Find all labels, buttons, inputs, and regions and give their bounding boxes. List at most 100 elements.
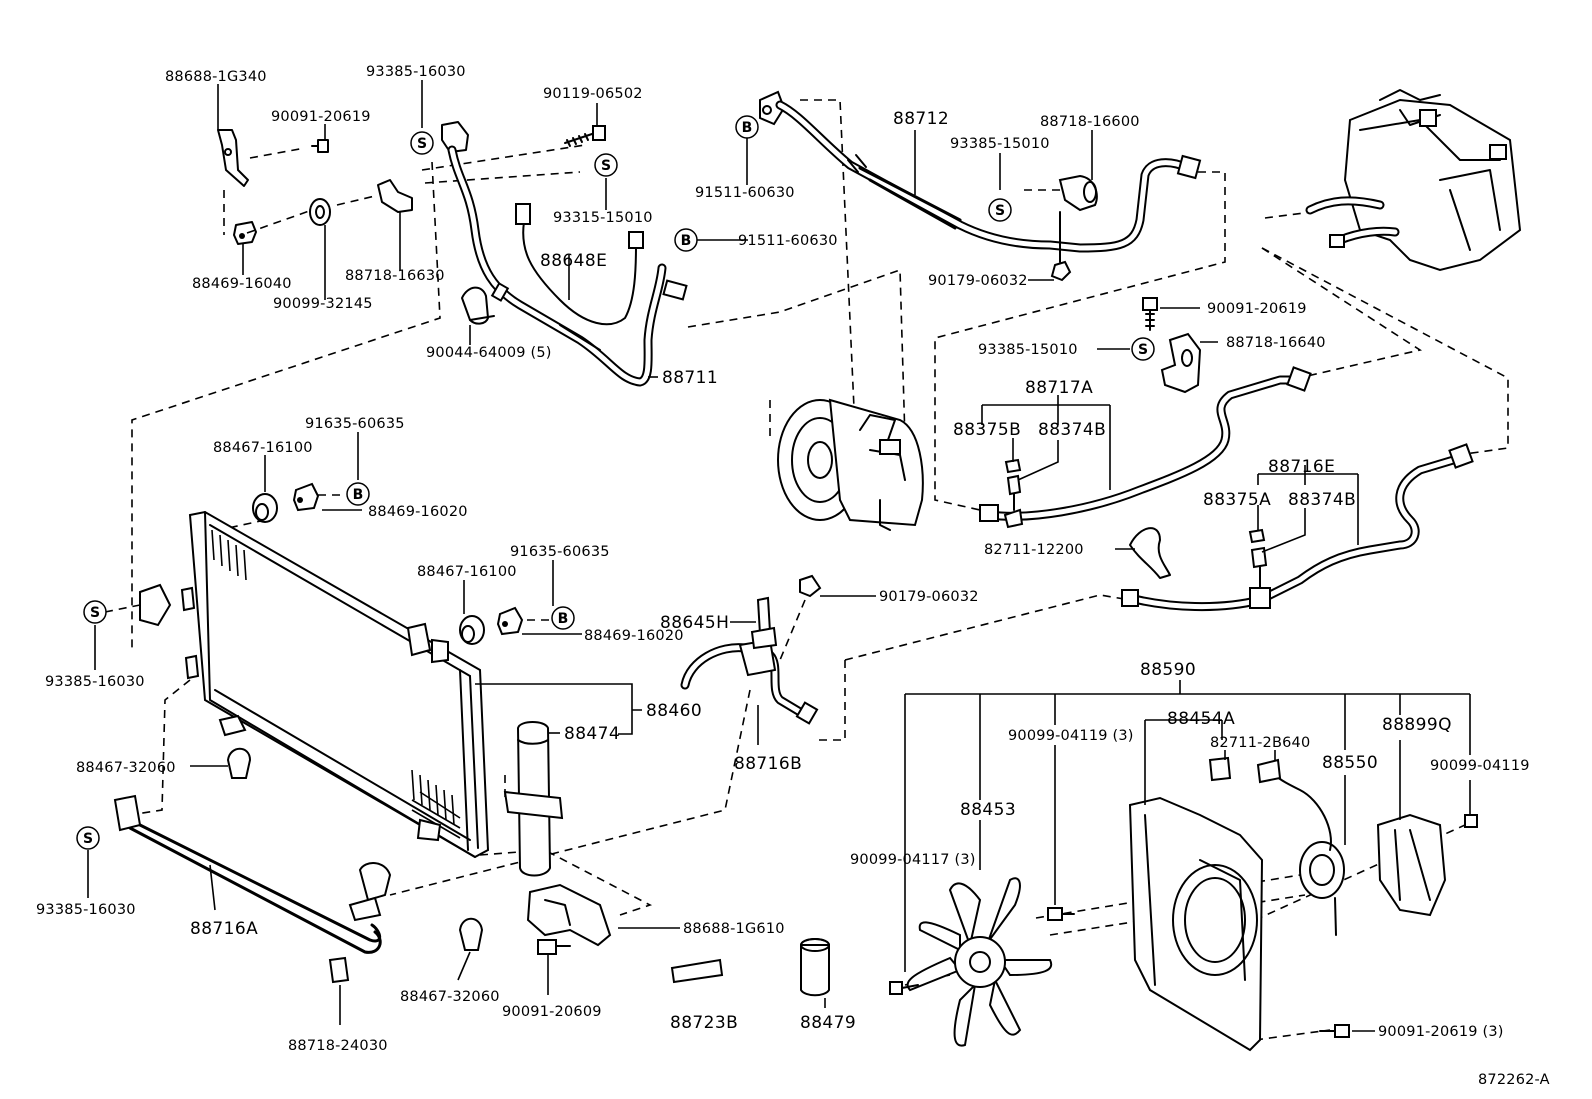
clamp-93385-16030-top	[441, 121, 469, 153]
label-88712: 88712	[893, 109, 949, 129]
label-88453: 88453	[960, 800, 1016, 820]
label-88899q: 88899Q	[1382, 715, 1452, 735]
label-88723b: 88723B	[670, 1013, 738, 1033]
cushion-88467-16100-a	[252, 493, 278, 523]
pipe-88716b	[680, 638, 819, 725]
band-82711-12200	[1129, 527, 1171, 579]
label-88467-32060-b: 88467-32060	[400, 989, 500, 1005]
valve-core-88374b-a	[1006, 474, 1022, 511]
nut-90179-06032-top	[1050, 211, 1072, 282]
label-91511-60630-b: 91511-60630	[738, 233, 838, 249]
symbol-markers: S S B B S S B B S S	[76, 115, 1155, 850]
evaporator-unit	[1305, 89, 1522, 272]
label-88469-16020-b: 88469-16020	[584, 628, 684, 644]
cushion-88467-16100-b	[459, 615, 485, 645]
label-88716e: 88716E	[1268, 457, 1335, 477]
label-90099-04119: 90099-04119	[1430, 758, 1530, 774]
label-88590: 88590	[1140, 660, 1196, 680]
label-88648e: 88648E	[540, 251, 607, 271]
label-90091-20619-mid: 90091-20619	[1207, 301, 1307, 317]
label-91635-60635-b: 91635-60635	[510, 544, 610, 560]
bracket-93385-16030-left	[139, 583, 200, 680]
label-88467-32060-a: 88467-32060	[76, 760, 176, 776]
symbol-b-91511-b: B	[674, 228, 698, 252]
symbol-s-93385-15010-a: S	[988, 198, 1012, 222]
bolt-90091-20619-mid	[1142, 297, 1158, 331]
svg-text:S: S	[995, 203, 1005, 219]
svg-text:S: S	[1138, 342, 1148, 358]
label-82711-2b640: 82711-2B640	[1210, 735, 1310, 751]
label-88718-16630: 88718-16630	[345, 268, 445, 284]
label-93385-15010-a: 93385-15010	[950, 136, 1050, 152]
bolt-90099-04117	[889, 981, 919, 995]
label-88460: 88460	[646, 701, 702, 721]
fan-88453	[906, 877, 1053, 1047]
label-88550: 88550	[1322, 753, 1378, 773]
label-91511-60630-a: 91511-60630	[695, 185, 795, 201]
label-88467-16100-a: 88467-16100	[213, 440, 313, 456]
pressure-switch-88645h	[750, 596, 778, 650]
label-91635-60635-a: 91635-60635	[305, 416, 405, 432]
band-90044-64009	[461, 286, 495, 325]
condenser-fins	[211, 529, 461, 839]
symbol-s-left: S	[83, 600, 107, 624]
label-88716a: 88716A	[190, 919, 258, 939]
svg-text:S: S	[601, 158, 611, 174]
label-88723b	[670, 958, 724, 984]
symbol-s-93315: S	[594, 153, 618, 177]
label-90179-06032-b: 90179-06032	[879, 589, 979, 605]
clamp-88718-16600	[1058, 174, 1098, 212]
svg-text:B: B	[742, 120, 753, 136]
pressure-switch-88718-24030	[328, 956, 350, 984]
label-88375b: 88375B	[953, 420, 1021, 440]
bracket-88688-1g610	[526, 883, 612, 947]
label-88374b-a: 88374B	[1038, 420, 1106, 440]
bolt-90119-06502	[564, 125, 606, 147]
pipe-88716a	[113, 794, 392, 954]
svg-text:B: B	[681, 233, 692, 249]
valve-cap-88375a	[1248, 528, 1266, 544]
bolt-90091-20619-top	[311, 139, 329, 153]
clamp-88718-16630	[377, 179, 413, 213]
svg-text:S: S	[417, 136, 427, 152]
symbol-b-91635-a: B	[346, 482, 370, 506]
label-90099-04117: 90099-04117 (3)	[850, 852, 976, 868]
hose-88711	[447, 145, 688, 387]
part-labels: 88688-1G340 90091-20619 93385-16030 9011…	[36, 64, 1550, 1088]
leader-lines	[87, 80, 1471, 1032]
condenser-88460	[188, 510, 490, 859]
hose-88717a	[979, 366, 1312, 529]
grommet-88469-16020-a	[292, 482, 320, 512]
relay-88479	[800, 938, 830, 997]
label-88469-16040: 88469-16040	[192, 276, 292, 292]
label-90091-20609: 90091-20609	[502, 1004, 602, 1020]
symbol-s-top: S	[410, 131, 434, 155]
label-82711-12200: 82711-12200	[984, 542, 1084, 558]
figure-id: 872262-A	[1478, 1072, 1550, 1088]
fan-motor-88550	[1274, 774, 1345, 936]
connector-82711-2b640	[1208, 756, 1282, 784]
receiver-88474	[503, 721, 564, 877]
bolt-90099-04119-3	[1047, 907, 1075, 921]
label-88469-16020-a: 88469-16020	[368, 504, 468, 520]
symbol-b-91635-b: B	[551, 606, 575, 630]
label-90099-32145: 90099-32145	[273, 296, 373, 312]
label-90099-04119-3: 90099-04119 (3)	[1008, 728, 1134, 744]
label-88718-16600: 88718-16600	[1040, 114, 1140, 130]
label-88374b-b: 88374B	[1288, 490, 1356, 510]
cushion-88467-32060-b	[458, 917, 484, 951]
symbol-s-bottom: S	[76, 826, 100, 850]
bolt-90091-20619-3	[1319, 1024, 1350, 1038]
label-88479: 88479	[800, 1013, 856, 1033]
label-90091-20619-top: 90091-20619	[271, 109, 371, 125]
hose-88716e	[1121, 443, 1474, 612]
grommet-88469-16040	[233, 221, 257, 245]
bracket-88899q	[1376, 813, 1447, 917]
label-90119-06502: 90119-06502	[543, 86, 643, 102]
svg-text:S: S	[83, 831, 93, 847]
svg-text:B: B	[558, 611, 569, 627]
svg-text:B: B	[353, 487, 364, 503]
cushion-90099-32145	[309, 198, 331, 226]
label-88718-16640: 88718-16640	[1226, 335, 1326, 351]
